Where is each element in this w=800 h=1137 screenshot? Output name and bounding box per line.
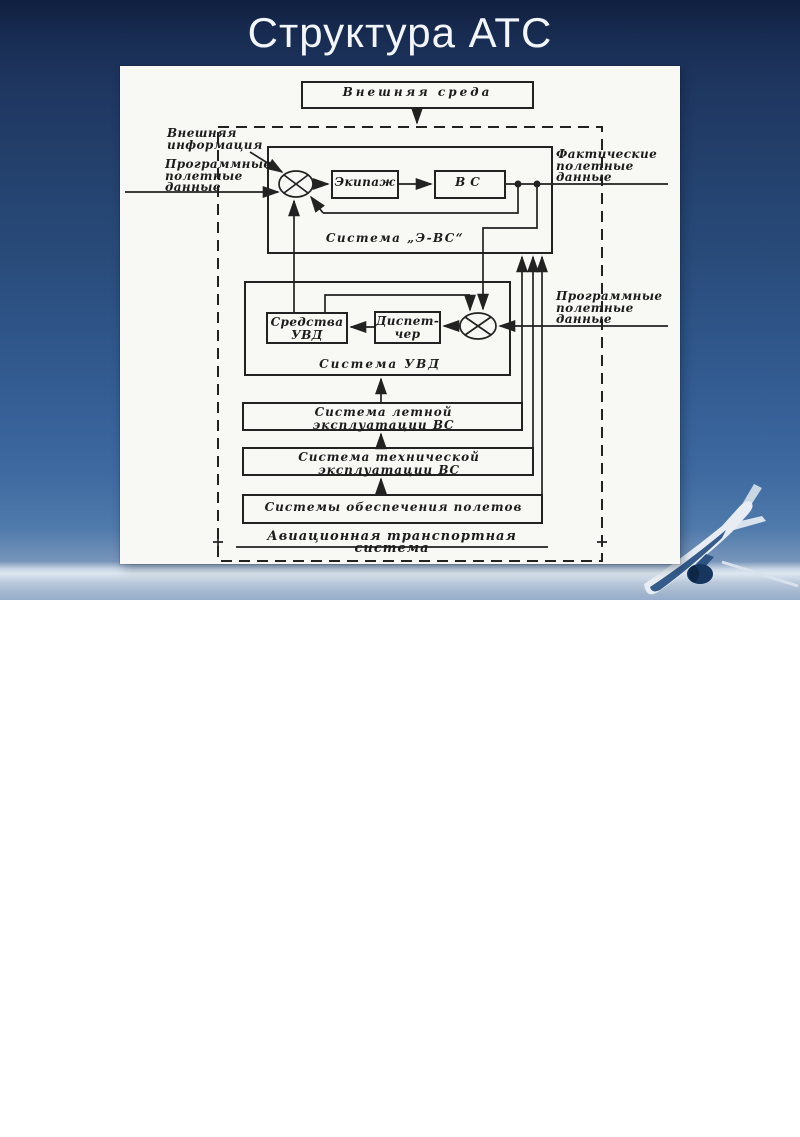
dispatcher-label: Диспет- чер (375, 314, 440, 341)
engine-intake (689, 566, 699, 582)
ats-dashed-boundary (217, 126, 603, 562)
airplane-image (644, 484, 799, 595)
aircraft-label: ВС (455, 175, 485, 189)
atc-means-box (266, 312, 348, 344)
crew-feedback-arrow (309, 195, 325, 214)
flight-operation-box (242, 402, 523, 431)
diagram-canvas (125, 81, 668, 562)
cross-mark-right (597, 537, 607, 547)
scan-panel: Внешняя среда Внешняя информация Програм… (120, 66, 680, 564)
program-flight-data-right-label: Программные полетные данные (556, 289, 663, 326)
cloud-streak (0, 1132, 800, 1137)
actual-flight-data-label: Фактические полетные данные (556, 147, 658, 184)
external-info-arrow (249, 151, 284, 173)
evs-system-label: Система „Э-ВС“ (325, 231, 465, 245)
ats-caption: Авиационная транспортная система (267, 529, 517, 556)
flight-support-box (242, 494, 543, 524)
technical-operation-label: Система технической эксплуатации ВС (298, 450, 480, 477)
flow-lines (125, 107, 668, 548)
flight-support-label: Системы обеспечения полетов (264, 500, 523, 514)
tailplane (728, 516, 766, 530)
crew-label: Экипаж (334, 175, 396, 189)
flight-operation-label: Система летной эксплуатации ВС (312, 405, 455, 432)
evs-system-box (267, 146, 553, 254)
cross-mark-left (213, 537, 223, 547)
environment-label: Внешняя среда (342, 85, 493, 99)
slide-title: Структура АТС (247, 9, 553, 56)
fuselage (644, 501, 753, 595)
external-information-label: Внешняя информация (167, 126, 263, 152)
technical-operation-box (242, 447, 534, 476)
program-flight-data-left-label: Программные полетные данные (165, 157, 272, 194)
far-wing (721, 560, 799, 588)
atc-means-label: Средства УВД (270, 315, 344, 342)
fuselage-belly (650, 530, 726, 592)
atc-system-label: Система УВД (319, 357, 441, 371)
